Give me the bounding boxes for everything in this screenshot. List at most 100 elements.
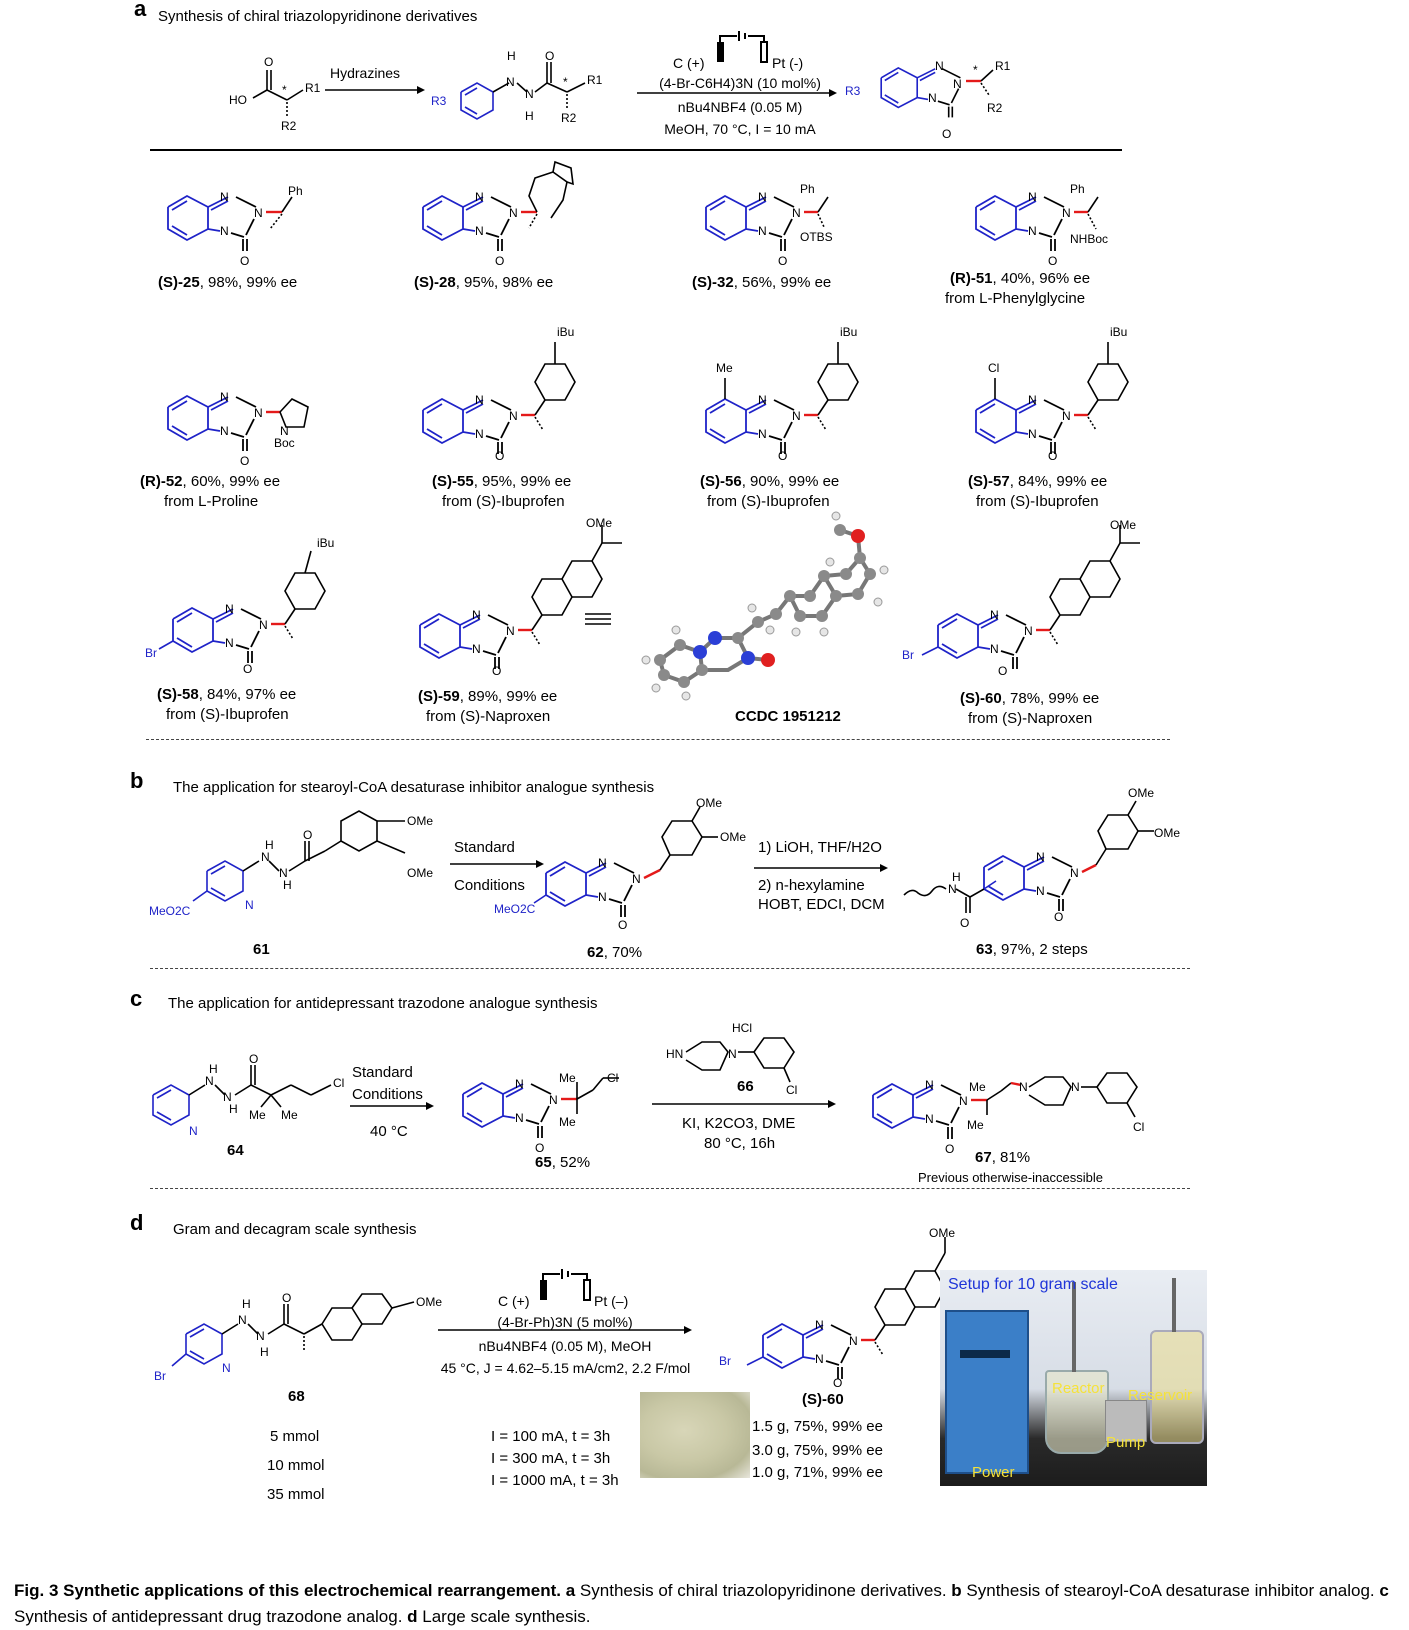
atom-O: O [303, 828, 312, 842]
structure-51: N N N O Ph NHBoc [975, 182, 1108, 268]
scheme-c-std1: Standard [352, 1064, 413, 1081]
atom-H: H [209, 1062, 218, 1076]
compound-62-label: 62, 70% [587, 944, 643, 961]
atom-N: N [1028, 224, 1037, 238]
atom-O: O [240, 454, 249, 468]
arrow-c2 [652, 1100, 836, 1108]
compound-60-label: (S)-60, 78%, 99% ee [960, 690, 1100, 707]
atom-H: H [507, 49, 516, 63]
atom-N: N [925, 1078, 934, 1092]
atom-N: N [506, 75, 515, 89]
compound-58-label: (S)-58, 84%, 97% ee [157, 686, 297, 703]
compound-67-note: Previous otherwise-inaccessible [918, 1170, 1103, 1185]
atom-MeO2C: MeO2C [494, 902, 536, 916]
atom-N: N [598, 856, 607, 870]
structure-61: MeO2C N N H N H O OMe OMe [149, 810, 433, 918]
atom-O: O [492, 664, 501, 678]
atom-O: O [778, 449, 787, 463]
atom-N: N [515, 1077, 524, 1091]
atom-N: N [1062, 206, 1071, 220]
atom-N: N [1028, 427, 1037, 441]
compound-51-label: (R)-51, 40%, 96% ee [950, 270, 1091, 287]
atom-N: N [935, 59, 944, 73]
structure-65: N N N O Me Me Cl [462, 1071, 619, 1155]
atom-N: N [472, 608, 481, 622]
scheme-c-std2: Conditions [352, 1086, 423, 1103]
structure-63: N N N O OMe OMe N H O [903, 786, 1180, 930]
atom-N: N [990, 608, 999, 622]
atom-N: N [1062, 409, 1071, 423]
structure-64: N N H N H O Me Me Cl [152, 1052, 344, 1138]
atom-O: O [282, 1291, 291, 1305]
section-a-title: Synthesis of chiral triazolopyridinone d… [158, 8, 478, 25]
reservoir-shape [1150, 1330, 1204, 1444]
compound-56-source: from (S)-Ibuprofen [707, 493, 830, 510]
atom-N: N [990, 642, 999, 656]
arrow-b2 [754, 864, 888, 872]
atom-Br: Br [719, 1354, 731, 1368]
atom-H: H [525, 109, 534, 123]
atom-N: N [758, 427, 767, 441]
atom-OMe: OMe [1128, 786, 1154, 800]
crystal-structure-image [641, 511, 889, 701]
battery-icon [540, 1269, 591, 1301]
arrow-d [438, 1326, 692, 1334]
atom-N: N [238, 1313, 247, 1327]
structure-56: N N N O iBu Me [705, 325, 859, 463]
setup-photo: Setup for 10 gram scale Reactor Reservoi… [940, 1270, 1207, 1486]
structure-67: N N N O Me Me N N Cl [872, 1072, 1144, 1156]
atom-O: O [1048, 254, 1057, 268]
atom-R2: R2 [281, 119, 297, 133]
arrow-c1 [350, 1102, 434, 1110]
atom-R1: R1 [305, 81, 321, 95]
atom-O: O [249, 1052, 258, 1066]
atom-O: O [243, 662, 252, 676]
scheme-b-std1: Standard [454, 839, 515, 856]
structure-62: MeO2C N N N O OMe OMe [494, 796, 746, 932]
reagent-66-label: 66 [737, 1078, 754, 1095]
atom-Br: Br [902, 648, 914, 662]
atom-N: N [758, 393, 767, 407]
atom-O: O [495, 254, 504, 268]
atom-N: N [758, 224, 767, 238]
structure-58: N N N O iBu Br [145, 536, 334, 676]
section-b-title: The application for stearoyl-CoA desatur… [173, 779, 655, 796]
scheme-d-anode: C (+) [498, 1293, 530, 1309]
atom-N: N [1036, 884, 1045, 898]
atom-N: N [509, 409, 518, 423]
atom-R2: R2 [987, 101, 1003, 115]
section-a-letter: a [134, 0, 147, 21]
structure-66: HN N HCl Cl [666, 1021, 797, 1097]
atom-O: O [240, 254, 249, 268]
atom-N: N [1036, 850, 1045, 864]
atom-N: N [225, 636, 234, 650]
atom-O: O [1054, 910, 1063, 924]
atom-Br: Br [145, 646, 157, 660]
scale-row-3: 35 mmol [267, 1486, 325, 1503]
atom-N: N [189, 1124, 198, 1138]
atom-N: N [792, 206, 801, 220]
atom-N: N [1028, 393, 1037, 407]
atom-O: O [945, 1142, 954, 1156]
atom-Ph: Ph [1070, 182, 1085, 196]
atom-N: N [632, 872, 641, 886]
section-d-letter: d [130, 1210, 144, 1235]
atom-Cl: Cl [607, 1071, 618, 1085]
atom-Me: Me [716, 361, 733, 375]
atom-H: H [229, 1102, 238, 1116]
scheme-b-std2: Conditions [454, 877, 525, 894]
atom-H: H [265, 838, 274, 852]
atom-N: N [475, 393, 484, 407]
compound-59-label: (S)-59, 89%, 99% ee [418, 688, 558, 705]
atom-Me: Me [967, 1118, 984, 1132]
atom-OMe: OMe [1154, 826, 1180, 840]
atom-N: N [220, 390, 229, 404]
atom-N: N [256, 1329, 265, 1343]
section-b-letter: b [130, 768, 144, 793]
compound-56-label: (S)-56, 90%, 99% ee [700, 473, 840, 490]
atom-N: N [220, 224, 229, 238]
divider-a-b [146, 739, 1170, 740]
atom-N: N [475, 224, 484, 238]
atom-N: N [849, 1334, 858, 1348]
atom-N: N [1028, 190, 1037, 204]
